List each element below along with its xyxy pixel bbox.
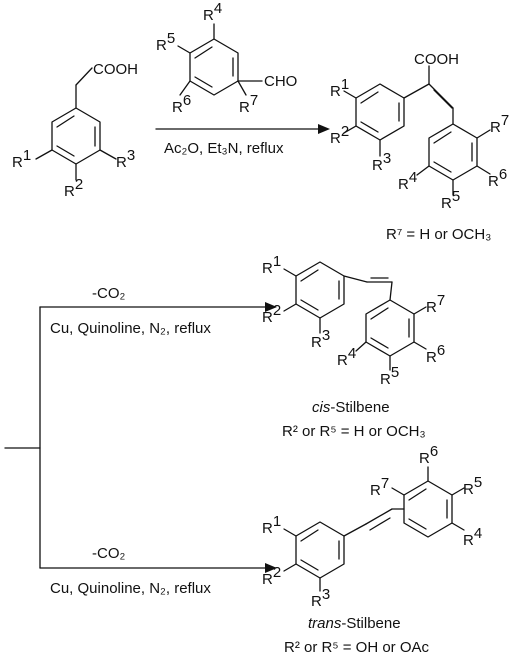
trans-substituent-note: R² or R⁵ = OH or OAc [284, 639, 429, 656]
benzene-ring [189, 38, 239, 96]
r7-label: R7 [239, 92, 258, 116]
benzene-ring-b [428, 123, 478, 181]
r3-label: R3 [116, 147, 135, 171]
trans-co2-loss: -CO₂ [92, 545, 125, 562]
phenylacetic-acid: COOH R1 R3 R2 [12, 61, 138, 200]
r4-label: R4 [337, 345, 356, 369]
trans-stilbene-name: trans-Stilbene [308, 615, 401, 632]
r2-label: R2 [262, 302, 281, 326]
r2-label: R2 [64, 176, 83, 200]
r1-label: R1 [12, 147, 31, 171]
r4-label: R4 [398, 169, 417, 193]
aldehyde-cho-label: CHO [264, 73, 297, 90]
trans-conditions: Cu, Quinoline, N₂, reflux [50, 580, 211, 597]
r4-label: R4 [463, 525, 482, 549]
r5-label: R5 [156, 30, 175, 54]
r6-label: R6 [172, 92, 191, 116]
r2-label: R2 [262, 564, 281, 588]
r7-note: R⁷ = H or OCH₃ [386, 226, 491, 243]
r6-label: R6 [488, 166, 507, 190]
r5-label: R5 [463, 474, 482, 498]
r1-label: R1 [330, 76, 349, 100]
cis-conditions: Cu, Quinoline, N₂, reflux [50, 320, 211, 337]
benzene-ring-a [295, 521, 345, 579]
r3-label: R3 [311, 327, 330, 351]
r4-label: R4 [203, 0, 222, 24]
r3-label: R3 [311, 586, 330, 610]
benzene-ring-a [355, 83, 405, 141]
acrylic-cooh-label: COOH [414, 51, 459, 68]
benzene-ring [51, 107, 101, 165]
r1-label: R1 [262, 513, 281, 537]
benzaldehyde: CHO R4 R5 R6 R7 [156, 0, 297, 116]
benzene-ring-b [365, 299, 415, 357]
r5-label: R5 [380, 364, 399, 388]
benzene-ring-b [403, 480, 453, 538]
r1-label: R1 [262, 253, 281, 277]
step1-arrow [155, 124, 330, 134]
r6-label: R6 [419, 443, 438, 467]
cis-stilbene-name: cis-Stilbene [312, 399, 390, 416]
r7-label: R7 [490, 112, 509, 136]
cis-co2-loss: -CO₂ [92, 285, 125, 302]
cis-substituent-note: R² or R⁵ = H or OCH₃ [282, 423, 426, 440]
r2-label: R2 [330, 123, 349, 147]
r6-label: R6 [426, 342, 445, 366]
r7-label: R7 [370, 475, 389, 499]
branch-arrows [4, 302, 277, 573]
benzene-ring-a [295, 261, 345, 319]
r7-label: R7 [426, 292, 445, 316]
acid-cooh-label: COOH [93, 61, 138, 78]
acrylic-acid-product: COOH R1 R2 R3 R7 R6 R5 R4 [330, 51, 509, 212]
r5-label: R5 [441, 188, 460, 212]
cis-stilbene-structure: R1 R2 R3 R7 R6 R5 R4 [262, 253, 445, 388]
step1-conditions: Ac₂O, Et₃N, reflux [164, 140, 284, 157]
trans-stilbene-structure: R1 R2 R3 R6 R7 R5 R4 [262, 443, 482, 610]
r3-label: R3 [372, 150, 391, 174]
